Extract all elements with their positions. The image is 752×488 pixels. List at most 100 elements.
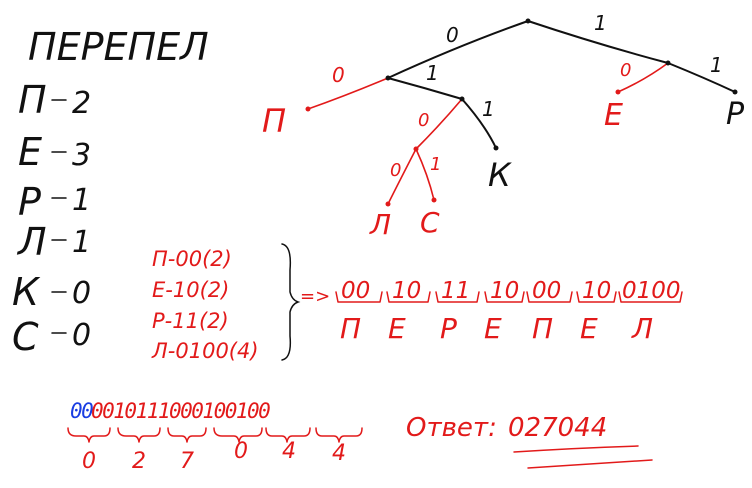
octal-bracket [67, 427, 111, 443]
octal-digit: 0 [234, 439, 248, 464]
tree-edge [387, 148, 417, 205]
tree-edge [617, 62, 669, 93]
tree-edge [461, 98, 497, 149]
bitstring: 00 0010111000100100 [70, 399, 272, 423]
leaf-letter: Л [369, 208, 391, 241]
tree-edge [307, 77, 389, 110]
edge-bit: 0 [390, 160, 401, 181]
octal-digit: 2 [132, 449, 146, 474]
leaf-letter: Е [604, 98, 623, 133]
code-bracket [435, 291, 480, 303]
count-row: Е 3 [18, 130, 91, 174]
count-row: П 2 [18, 78, 91, 122]
leaf-letter: С [420, 206, 440, 239]
code-letter: Е [580, 312, 598, 345]
count-letter: К [12, 270, 41, 314]
octal-digit: 0 [82, 449, 96, 474]
octal-bracket [315, 427, 363, 443]
count-value: 3 [72, 138, 91, 173]
answer-underline [527, 459, 653, 469]
octal-bracket [117, 427, 161, 443]
code-letter: П [532, 312, 553, 345]
code-group: 10 [392, 278, 421, 304]
tree-edge [387, 77, 463, 100]
tree-node [413, 146, 419, 152]
code-bracket [526, 291, 573, 303]
count-value: 0 [72, 276, 91, 311]
code-group: 00 [341, 278, 370, 304]
code-letter: Е [484, 312, 502, 345]
tree-node [525, 18, 531, 24]
octal-bracket [265, 427, 311, 443]
count-row: Л 1 [16, 220, 91, 264]
code-group: 11 [441, 278, 470, 304]
code-line: Л-0100(4) [151, 339, 259, 363]
code-bracket [386, 291, 431, 303]
tree-node [305, 106, 311, 112]
answer-value: 027044 [508, 413, 607, 443]
edge-bit: 1 [426, 61, 439, 85]
tree-node [615, 89, 621, 95]
tree-edge [527, 20, 669, 64]
edge-bit: 1 [710, 53, 723, 77]
octal-digit: 4 [332, 441, 346, 466]
octal-digit: 4 [282, 439, 296, 464]
encoded-letters: П Е Р Е П Е Л [340, 312, 653, 345]
octal-digits: 0 2 7 0 4 4 [82, 439, 346, 474]
edge-bit: 1 [430, 154, 441, 175]
leaf-letter: П [262, 102, 286, 140]
octal-brackets [67, 427, 363, 443]
code-group: 0100 [622, 278, 681, 304]
count-row: Р 1 [18, 180, 91, 224]
tree-edge [667, 62, 736, 93]
huffman-tree: 0 1 0 1 0 1 0 1 0 1 П Е Р К Л С [262, 11, 745, 241]
edge-bit: 1 [594, 11, 607, 35]
code-letter: Е [388, 312, 406, 345]
encoded-groups: 00 10 11 10 00 10 0100 [335, 278, 683, 304]
code-letter: П [340, 312, 361, 345]
tree-edge [415, 98, 463, 150]
count-value: 1 [72, 183, 91, 218]
padding-bits: 00 [70, 399, 93, 423]
tree-node [459, 96, 465, 102]
count-letter: Е [18, 130, 42, 174]
count-value: 0 [72, 318, 91, 353]
count-letter: Л [16, 220, 47, 264]
implies-arrow: => [300, 286, 330, 307]
count-letter: С [12, 315, 39, 359]
tree-edge [415, 148, 435, 201]
octal-bracket [213, 427, 263, 443]
answer-label: Ответ: [406, 413, 497, 443]
tree-node [493, 145, 499, 151]
code-line: Р-11(2) [152, 309, 229, 333]
edge-bit: 0 [446, 23, 459, 47]
code-table: П-00(2) Е-10(2) Р-11(2) Л-0100(4) [151, 247, 259, 363]
count-row: С 0 [12, 315, 91, 359]
code-bracket [618, 291, 683, 303]
tree-node [732, 89, 738, 95]
word-title: ПЕРЕПЕЛ [28, 25, 209, 69]
count-letter: П [18, 78, 47, 122]
tree-node [431, 197, 437, 203]
answer-underline [513, 445, 639, 453]
octal-digit: 7 [180, 449, 194, 474]
code-letter: Л [631, 312, 653, 345]
octal-bracket [167, 427, 207, 443]
edge-bit: 0 [620, 60, 631, 81]
code-bracket [335, 291, 383, 303]
code-line: П-00(2) [152, 247, 232, 271]
tree-node [665, 60, 671, 66]
tree-edge [387, 20, 529, 79]
code-group: 10 [582, 278, 611, 304]
tree-node [385, 201, 391, 207]
code-group: 10 [490, 278, 519, 304]
leaf-letter: К [488, 156, 512, 194]
edge-bit: 0 [418, 110, 429, 131]
code-group: 00 [532, 278, 561, 304]
payload-bits: 0010111000100100 [91, 399, 270, 423]
count-letter: Р [18, 180, 41, 224]
code-letter: Р [440, 312, 457, 345]
edge-bit: 1 [482, 97, 495, 121]
code-line: Е-10(2) [152, 278, 229, 302]
